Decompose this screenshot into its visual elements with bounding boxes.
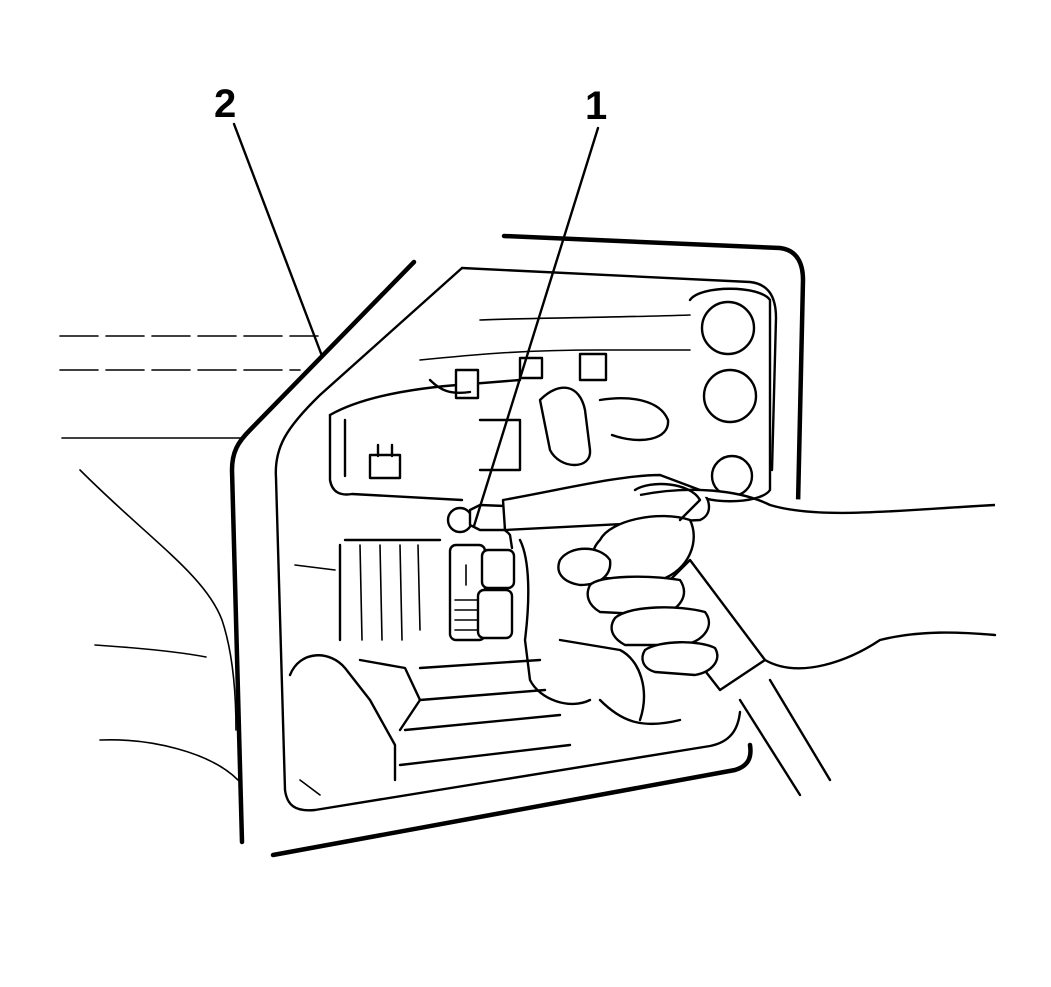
leader-line-1 bbox=[472, 126, 600, 528]
fitting-assembly bbox=[446, 506, 516, 642]
callout-leaders bbox=[232, 122, 600, 528]
inner-opening-outline bbox=[274, 266, 778, 812]
callout-label-1: 1 bbox=[585, 84, 608, 128]
port-circles bbox=[688, 287, 772, 503]
internal-components bbox=[288, 314, 691, 796]
access-panel-frame bbox=[229, 233, 806, 858]
leader-line-2 bbox=[232, 122, 324, 358]
air-gun-and-hand bbox=[468, 473, 997, 797]
background-body-lines bbox=[59, 335, 319, 781]
callout-label-2: 2 bbox=[214, 82, 237, 126]
